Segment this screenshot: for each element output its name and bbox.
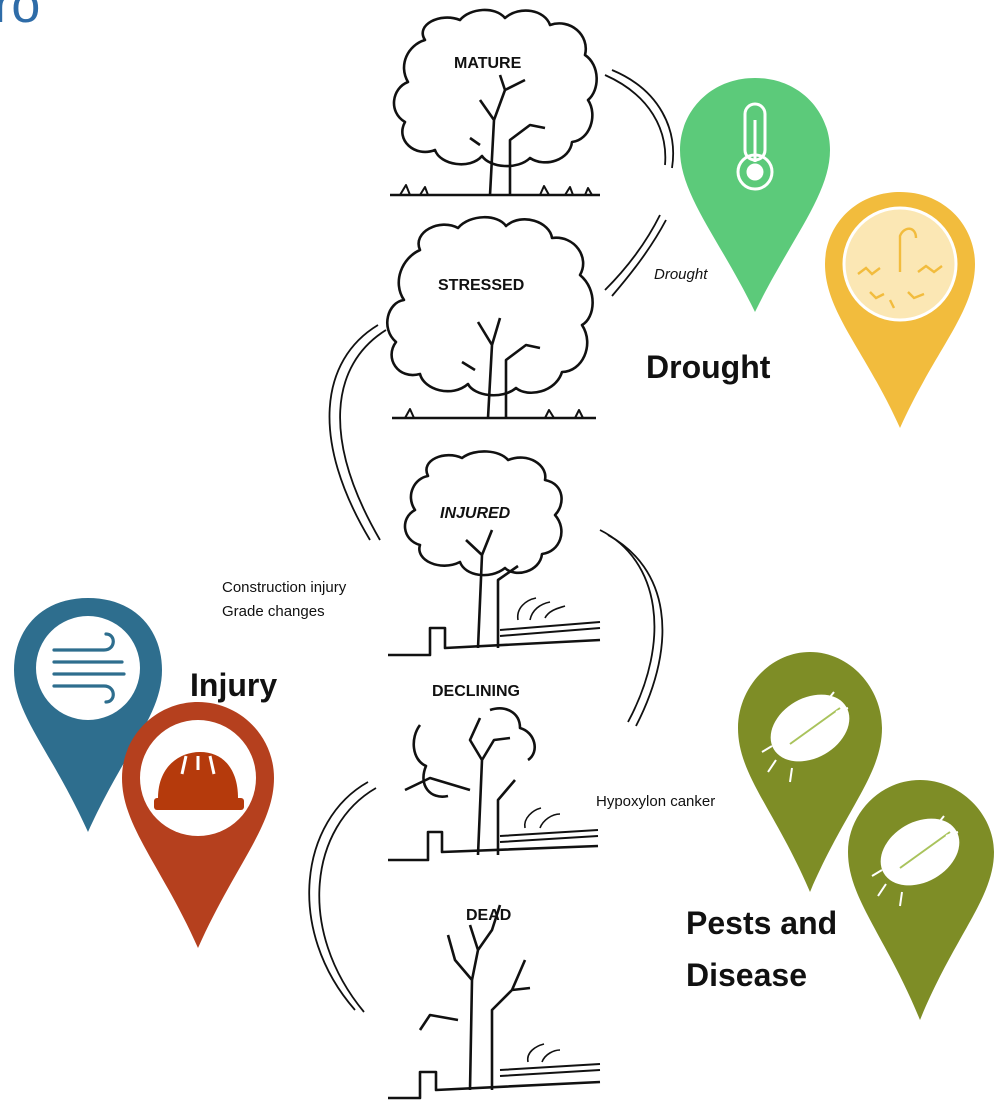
- callout-injury: Injury: [190, 667, 277, 703]
- tree-declining: [388, 707, 599, 862]
- stage-label-declining: DECLINING: [432, 683, 520, 700]
- tree-mature: [390, 8, 600, 197]
- title-fragment: ro: [0, 0, 40, 34]
- thermometer-marker: [680, 78, 830, 312]
- wind-marker: [14, 598, 162, 832]
- stage-label-dead: DEAD: [466, 907, 511, 924]
- arrow-stressed-injured: [328, 324, 387, 541]
- callout-pests-line1: Pests and: [686, 905, 837, 941]
- cause-grade-changes: Grade changes: [222, 603, 325, 620]
- callout-pests-line2: Disease: [686, 957, 807, 993]
- hardhat-icon: [154, 752, 244, 810]
- dry-plant-icon: [857, 227, 943, 309]
- wind-icon: [52, 632, 126, 704]
- bug-marker-2: [848, 780, 994, 1020]
- stage-label-stressed: STRESSED: [438, 277, 524, 294]
- tree-injured: [388, 450, 601, 657]
- arrow-mature-stressed: [604, 69, 674, 297]
- cause-hypoxylon: Hypoxylon canker: [596, 793, 715, 810]
- tree-stressed: [386, 215, 596, 420]
- stage-label-injured: INJURED: [440, 505, 511, 522]
- tree-dead: [388, 904, 601, 1100]
- hardhat-marker: [122, 702, 274, 948]
- arrow-declining-dead: [308, 781, 377, 1013]
- dry-plant-marker: [825, 192, 975, 428]
- cause-construction-injury: Construction injury: [222, 579, 347, 596]
- bug-icon: [761, 691, 850, 783]
- thermometer-icon: [736, 102, 774, 191]
- bug-marker-1: [738, 652, 882, 892]
- cause-drought-small: Drought: [654, 266, 708, 283]
- stage-label-mature: MATURE: [454, 55, 522, 72]
- arrow-injured-declining: [599, 529, 664, 727]
- bug-icon: [871, 815, 960, 907]
- callout-drought: Drought: [646, 349, 771, 385]
